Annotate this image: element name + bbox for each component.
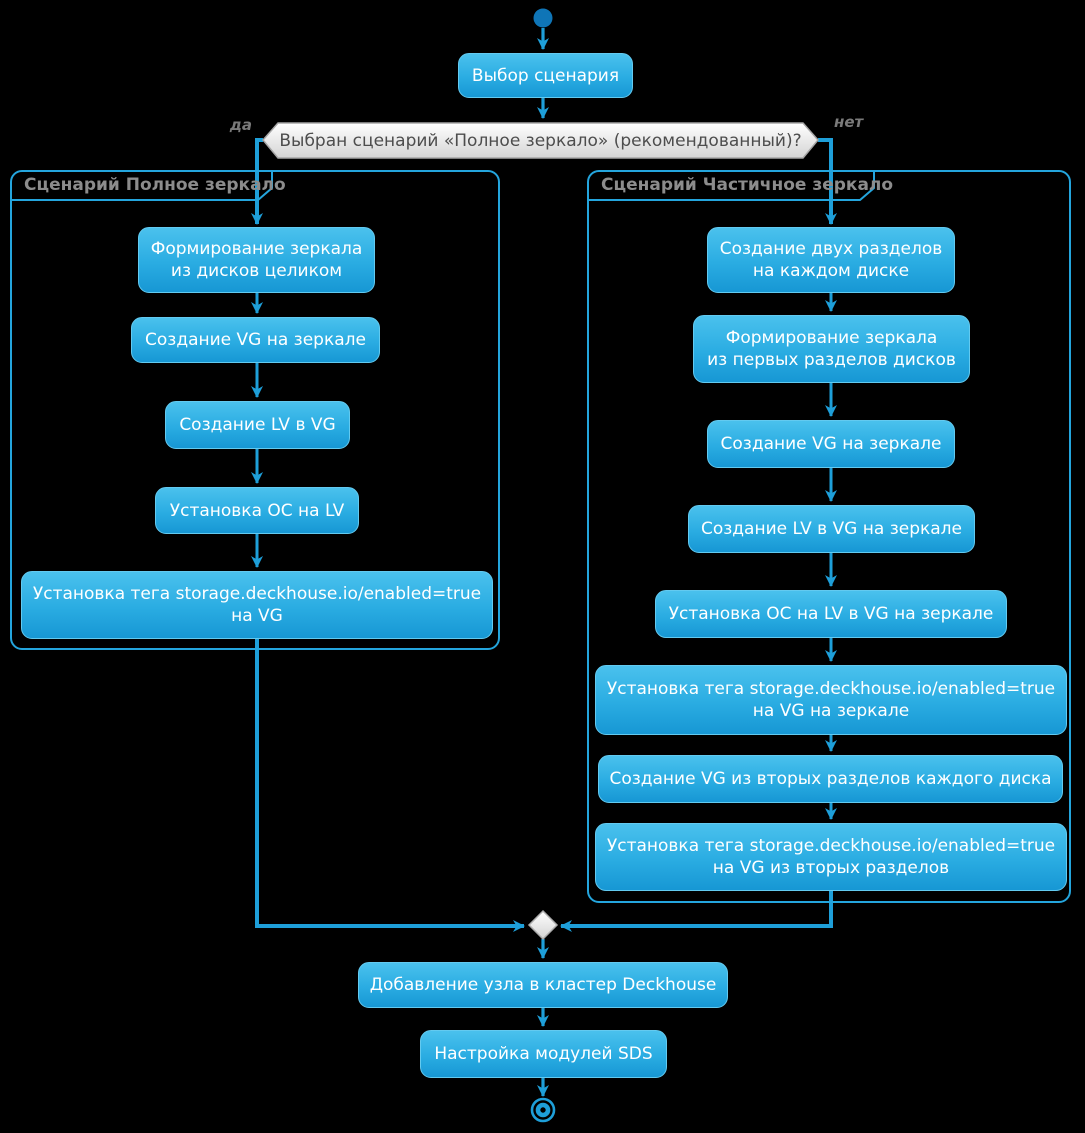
activity-part-install-os: Установка ОС на LV в VG на зеркале [655,590,1007,638]
activity-full-mirror-whole-disks: Формирование зеркала из дисков целиком [138,227,375,293]
group-title-full-mirror: Сценарий Полное зеркало [24,175,286,195]
merge-node [527,909,559,941]
edge-no-branch [818,138,837,225]
activity-full-set-tag: Установка тега storage.deckhouse.io/enab… [21,571,493,639]
edge-yes-branch [251,138,263,225]
activity-part-vg-second-partitions: Создание VG из вторых разделов каждого д… [598,755,1063,803]
group-full-mirror [10,170,500,650]
activity-part-two-partitions: Создание двух разделов на каждом диске [707,227,955,293]
activity-full-create-lv: Создание LV в VG [165,401,350,449]
activity-add-node-to-cluster: Добавление узла в кластер Deckhouse [358,962,728,1008]
group-partial-mirror [587,170,1071,903]
activity-full-install-os: Установка ОС на LV [155,487,359,534]
decision-label: Выбран сценарий «Полное зеркало» (рекоме… [279,130,802,151]
activity-part-set-tag-mirror: Установка тега storage.deckhouse.io/enab… [595,665,1067,735]
group-title-partial-mirror: Сценарий Частичное зеркало [601,175,894,195]
end-node-inner [535,1102,551,1118]
edge-full-to-merge [255,639,525,932]
activity-part-create-vg: Создание VG на зеркале [707,420,955,468]
activity-part-set-tag-second: Установка тега storage.deckhouse.io/enab… [595,823,1067,891]
decision-node [262,122,819,159]
branch-label-yes: да [229,116,252,134]
group-full-mirror-tab [12,170,273,201]
activity-full-create-vg: Создание VG на зеркале [131,317,380,363]
group-partial-mirror-tab [589,170,875,201]
activity-configure-sds: Настройка модулей SDS [420,1030,667,1078]
activity-part-create-lv: Создание LV в VG на зеркале [688,505,975,553]
start-node [533,8,553,28]
activity-choose-scenario: Выбор сценария [458,53,633,98]
activity-part-mirror-first-partitions: Формирование зеркала из первых разделов … [693,315,970,383]
branch-label-no: нет [834,113,864,131]
end-node-outer [530,1097,556,1123]
